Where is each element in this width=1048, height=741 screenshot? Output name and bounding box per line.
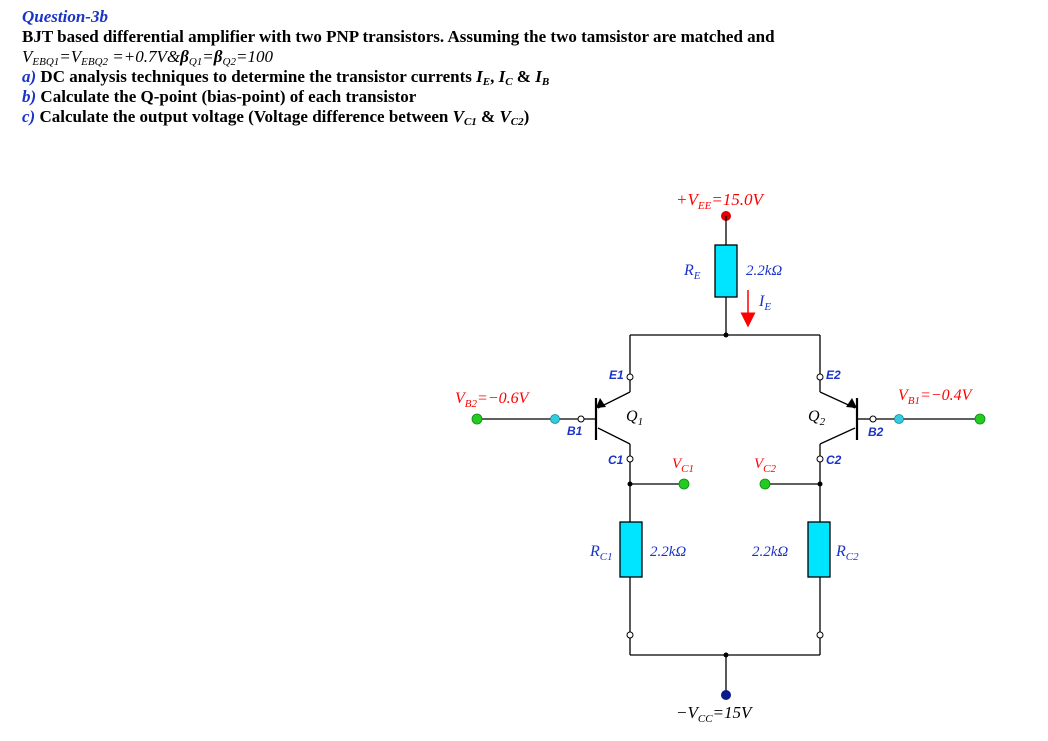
rc1-name: RC1	[589, 543, 613, 563]
b1-probe[interactable]	[550, 414, 560, 424]
given-values: VEBQ1=VEBQ2 =+0.7V&βQ1=βQ2=100	[22, 47, 273, 68]
rc2-name: RC2	[835, 543, 859, 563]
b1-label: B1	[567, 424, 583, 438]
q2-collector-leg	[819, 427, 856, 445]
vee-label: +VEE=15.0V	[676, 190, 766, 212]
vb2-node[interactable]	[471, 413, 483, 425]
vb2-label: VB2=−0.6V	[455, 390, 531, 410]
q1-emitter-arrow-icon	[596, 398, 606, 408]
resistor-rc2	[807, 521, 831, 578]
b1-pin	[577, 415, 585, 423]
re-value: 2.2kΩ	[746, 263, 782, 279]
re-name: RE	[683, 262, 701, 282]
c2-label: C2	[826, 453, 842, 467]
e2-pin	[816, 373, 824, 381]
q2-emitter-arrow-icon	[846, 398, 857, 408]
q1-collector-leg	[597, 427, 631, 445]
e1-pin	[626, 373, 634, 381]
e1-label: E1	[609, 368, 624, 382]
resistor-re	[714, 244, 738, 298]
rc2-value: 2.2kΩ	[752, 544, 788, 560]
question-title: Question-3b	[22, 7, 108, 26]
vcc-label: −VCC=15V	[676, 703, 754, 725]
resistor-rc1	[619, 521, 643, 578]
vc2-label: VC2	[754, 456, 777, 475]
vc2-node[interactable]	[759, 478, 771, 490]
vcc-node[interactable]	[721, 690, 731, 700]
vb1-label: VB1=−0.4V	[898, 387, 974, 407]
q2-label: Q2	[808, 408, 826, 428]
b2-label: B2	[868, 425, 884, 439]
question-intro: BJT based differential amplifier with tw…	[22, 27, 775, 46]
q1-label: Q1	[626, 408, 643, 428]
c1-pin	[626, 455, 634, 463]
rc1-value: 2.2kΩ	[650, 544, 686, 560]
e2-label: E2	[826, 368, 841, 382]
question-text: Question-3b BJT based differential ampli…	[22, 6, 1022, 128]
c1-label: C1	[608, 453, 624, 467]
vb1-node[interactable]	[974, 413, 986, 425]
b2-pin	[869, 415, 877, 423]
ie-label: IE	[758, 293, 771, 313]
part-c: c) Calculate the output voltage (Voltage…	[22, 107, 530, 128]
b2-probe[interactable]	[894, 414, 904, 424]
vc1-node[interactable]	[678, 478, 690, 490]
c2-pin	[816, 455, 824, 463]
vc1-label: VC1	[672, 456, 694, 475]
part-a: a) DC analysis techniques to determine t…	[22, 67, 550, 88]
part-b: b) Calculate the Q-point (bias-point) of…	[22, 87, 417, 106]
